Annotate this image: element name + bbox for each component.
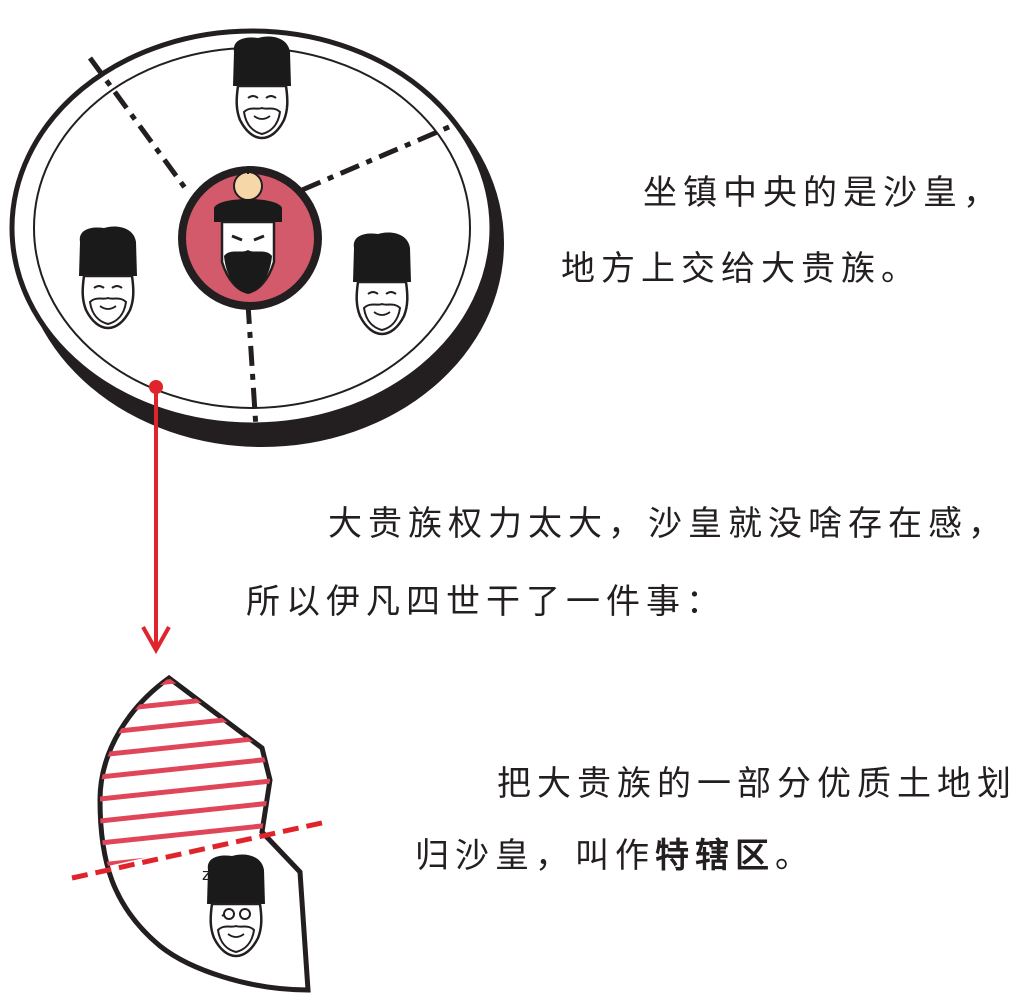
caption-line-6-suffix: 。 — [775, 836, 815, 876]
caption-line-2: 地方上交给大贵族。 — [561, 249, 921, 289]
noble-boyar-icon — [231, 35, 293, 140]
caption-line-5: 把大贵族的一部分优质土地划 — [497, 764, 1017, 804]
oprichnina-term: 特辖区 — [655, 836, 775, 876]
noble-boyar-icon — [77, 225, 139, 330]
caption-line-3: 大贵族权力太大，沙皇就没啥存在感， — [328, 504, 1008, 544]
red-arrow — [141, 380, 171, 655]
caption-line-6-prefix: 归沙皇，叫作 — [415, 836, 655, 876]
caption-line-6: 归沙皇，叫作特辖区。 — [415, 839, 815, 873]
svg-text:z: z — [202, 865, 210, 884]
caption-line-4: 所以伊凡四世干了一件事： — [246, 582, 726, 622]
tsar-with-crown-icon — [214, 166, 282, 294]
surprised-boyar-icon: z — [202, 853, 267, 958]
caption-line-1: 坐镇中央的是沙皇， — [643, 173, 1003, 213]
noble-boyar-icon — [351, 231, 413, 336]
oprichnina-slice — [71, 674, 327, 993]
